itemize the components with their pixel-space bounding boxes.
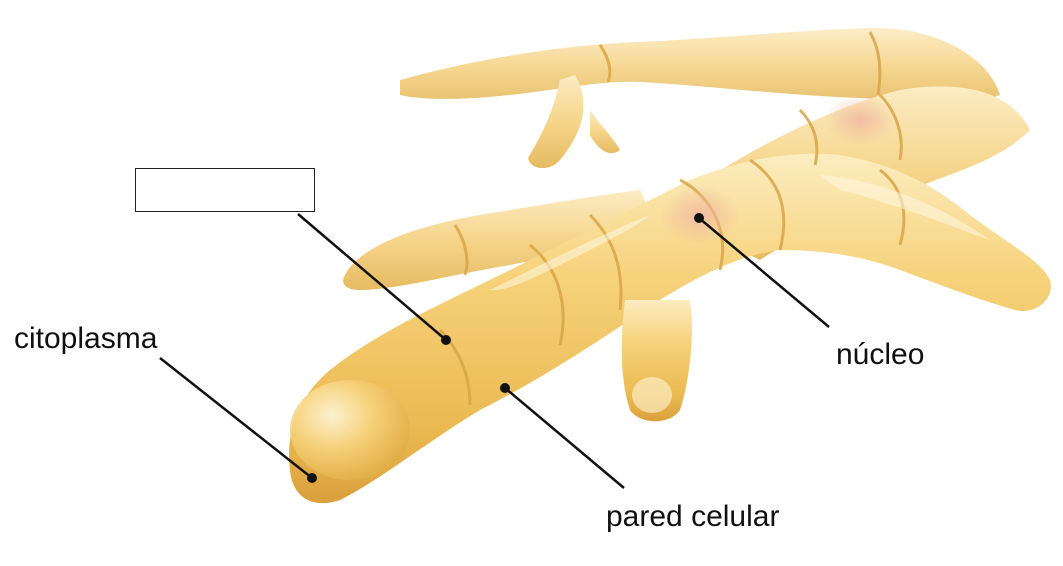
- leader-blank: [297, 213, 447, 341]
- label-nucleo: núcleo: [836, 338, 925, 371]
- label-citoplasma: citoplasma: [14, 322, 158, 355]
- dot-nucleo: [694, 213, 704, 223]
- blank-answer-box[interactable]: [135, 168, 315, 212]
- dot-blank: [441, 335, 451, 345]
- nucleus-tint-2: [825, 95, 895, 145]
- left-back-hypha: [343, 190, 660, 290]
- leader-citoplasma: [159, 357, 313, 479]
- highlights: [490, 175, 990, 291]
- leader-lines: [159, 213, 830, 489]
- lower-branch: [621, 300, 692, 422]
- leader-nucleo: [698, 217, 830, 328]
- main-hypha: [289, 153, 1051, 504]
- upper-hypha: [400, 27, 1000, 169]
- label-pared-celular: pared celular: [606, 500, 780, 533]
- dot-citoplasma: [307, 473, 317, 483]
- leader-dots: [307, 213, 704, 483]
- dot-pared: [500, 383, 510, 393]
- leader-pared: [504, 387, 625, 489]
